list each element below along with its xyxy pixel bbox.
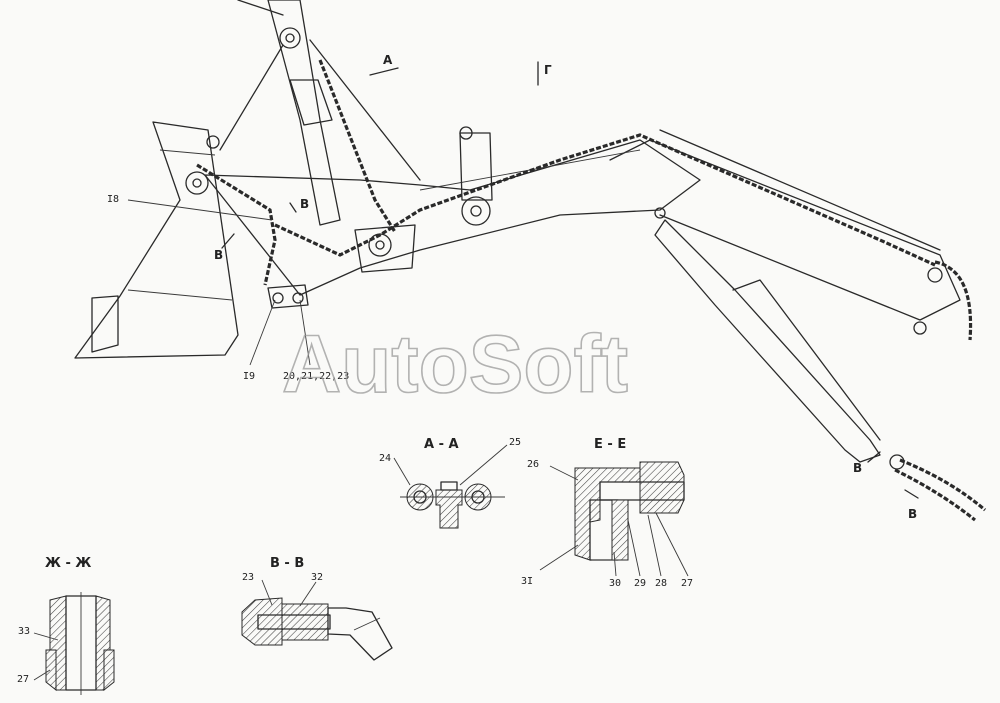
callout-28: 28	[655, 578, 667, 589]
main-callouts: I8 I9 20,21,22,23	[107, 194, 349, 382]
callout-29: 29	[634, 578, 646, 589]
callout-24: 24	[379, 453, 391, 464]
callout-18: I8	[107, 194, 119, 205]
callout-25: 25	[509, 437, 521, 448]
callout-31: 3I	[521, 576, 533, 587]
section-ee-title: Е - Е	[594, 437, 626, 452]
view-mark-v4: В	[908, 507, 917, 521]
view-mark-v1: В	[300, 197, 309, 211]
lift-cylinder	[654, 219, 905, 470]
view-mark-g: Г	[544, 63, 552, 77]
view-mark-a: А	[383, 53, 393, 67]
callout-30: 30	[609, 578, 621, 589]
callout-23: 23	[242, 572, 254, 583]
callout-20-23: 20,21,22,23	[283, 371, 349, 382]
tilt-cylinder	[219, 0, 421, 226]
callout-33: 33	[18, 626, 30, 637]
view-mark-v2: В	[214, 248, 223, 262]
callout-26: 26	[527, 459, 539, 470]
section-ee: Е - Е 26 3I 30 29 28 27	[521, 437, 693, 589]
boom-arm	[204, 126, 961, 335]
view-markers: А Г В В В В	[214, 53, 919, 521]
section-vv: В - В 23 32	[241, 556, 393, 661]
section-zhzh-title: Ж - Ж	[45, 556, 91, 571]
section-aa-title: А - А	[424, 437, 459, 452]
section-vv-title: В - В	[270, 556, 304, 571]
section-zhzh: Ж - Ж 33 27	[17, 556, 115, 695]
callout-32: 32	[311, 572, 323, 583]
callout-27b: 27	[17, 674, 29, 685]
view-mark-v3: В	[853, 461, 862, 475]
callout-19: I9	[243, 371, 255, 382]
watermark-text: AutoSoft	[282, 319, 628, 410]
callout-27a: 27	[681, 578, 693, 589]
hydraulic-hoses	[196, 59, 987, 522]
bucket	[74, 121, 239, 359]
section-aa: А - А 24 25	[379, 437, 521, 529]
